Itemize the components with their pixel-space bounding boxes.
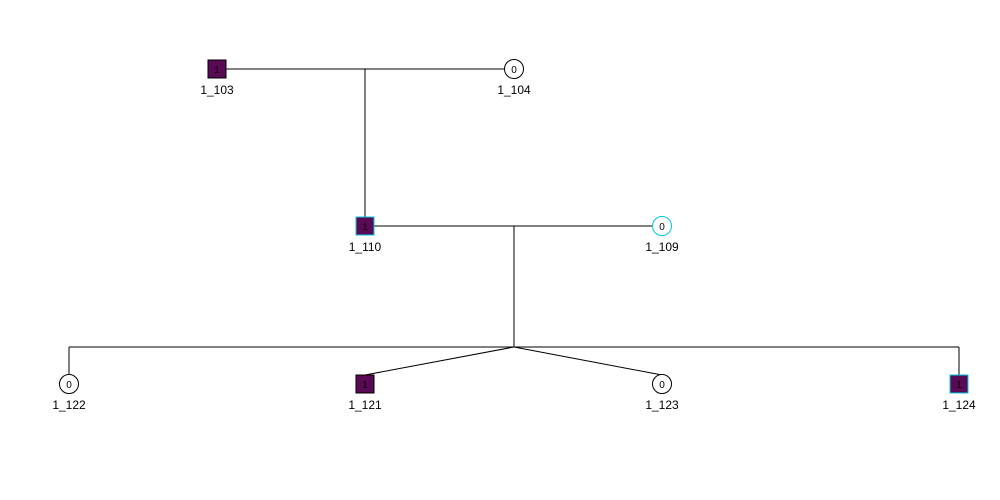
- status-value: 1: [956, 380, 962, 391]
- individual-1-103[interactable]: 1 1_103: [200, 59, 234, 97]
- male-square-symbol: [207, 59, 227, 79]
- individual-id-label: 1_103: [200, 83, 234, 97]
- child-diagonal-line: [364, 346, 515, 376]
- individual-1-123[interactable]: 0 1_123: [645, 374, 679, 413]
- individual-id-label: 1_110: [349, 240, 382, 254]
- status-value: 0: [659, 380, 665, 391]
- individual-1-110[interactable]: 1 1_110: [349, 216, 382, 254]
- individual-1-124[interactable]: 1 1_124: [942, 374, 976, 412]
- pedigree-edges: [68, 68, 960, 376]
- individual-1-109[interactable]: 0 1_109: [645, 216, 679, 255]
- status-value: 0: [511, 65, 517, 76]
- individual-1-121[interactable]: 1 1_121: [348, 374, 382, 412]
- female-circle-symbol: [59, 374, 79, 394]
- male-square-symbol: [355, 374, 375, 394]
- pedigree-nodes: 1 1_103 0 1_104 1 1_110 0 1_109 0 1_122 1 1_121 0 1_1…: [52, 59, 976, 413]
- individual-id-label: 1_123: [645, 398, 679, 412]
- status-value: 0: [659, 222, 665, 233]
- individual-id-label: 1_122: [52, 398, 86, 412]
- female-circle-symbol: [652, 374, 672, 394]
- individual-1-104[interactable]: 0 1_104: [497, 59, 531, 98]
- female-circle-symbol: [652, 216, 672, 236]
- individual-id-label: 1_109: [645, 240, 679, 254]
- female-circle-symbol: [504, 59, 524, 79]
- male-square-symbol: [355, 216, 375, 236]
- individual-id-label: 1_121: [348, 398, 382, 412]
- child-diagonal-line: [513, 346, 663, 376]
- status-value: 1: [362, 222, 368, 233]
- status-value: 1: [214, 65, 220, 76]
- status-value: 0: [66, 380, 72, 391]
- male-square-symbol: [949, 374, 969, 394]
- individual-id-label: 1_124: [942, 398, 976, 412]
- individual-id-label: 1_104: [497, 83, 531, 97]
- individual-1-122[interactable]: 0 1_122: [52, 374, 86, 413]
- status-value: 1: [362, 380, 368, 391]
